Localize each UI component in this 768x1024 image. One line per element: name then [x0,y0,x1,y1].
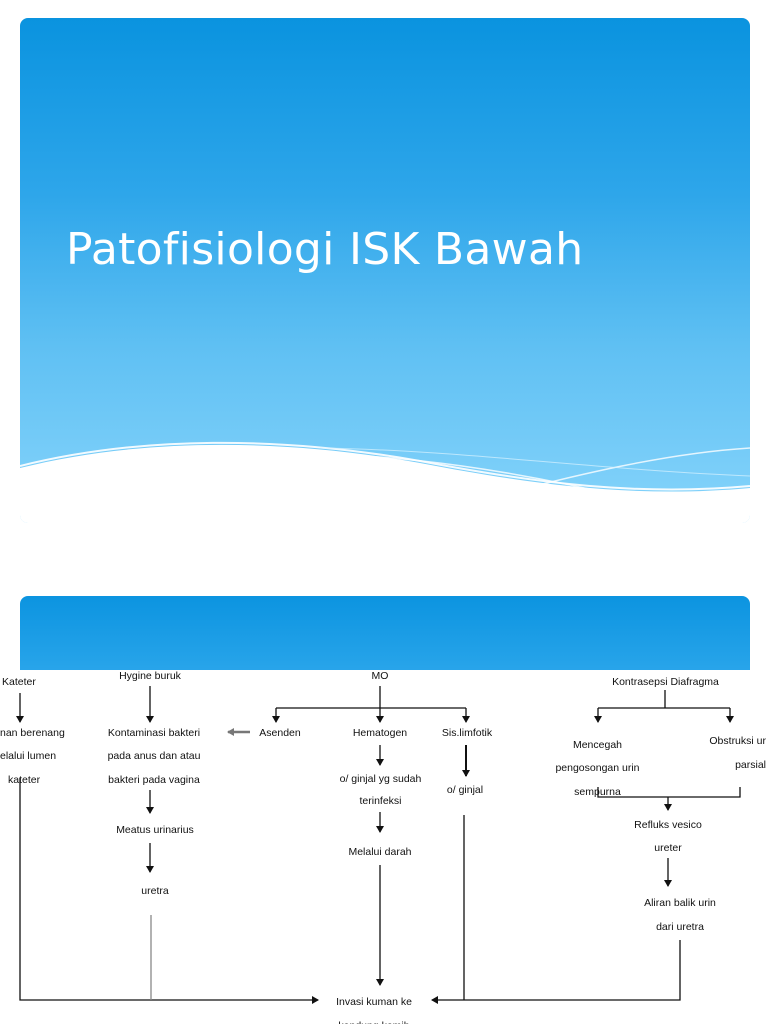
node-asenden: Asenden [259,727,301,739]
node-obstruksi-1: Obstruksi ur [709,735,766,747]
node-aliran-balik-1: Aliran balik urin [644,897,716,909]
node-obstruksi-2: parsial [735,759,766,771]
node-mencegah-1: Mencegah [572,739,623,751]
slide-title: Patofisiologi ISK Bawah [66,224,584,275]
node-mencegah-2: pengosongan urin [555,762,640,774]
pathophysiology-diagram: Hygine buruk MO Kontrasepsi Diafragma Ka… [0,670,768,1024]
node-berenang-3: kateter [8,774,41,786]
node-berenang-2: elalui lumen [0,750,57,762]
node-sis-limfotik: Sis.limfotik [441,727,493,739]
node-refluks-1: Refluks vesico [634,819,702,831]
node-kontaminasi-1: Kontaminasi bakteri [107,727,201,739]
node-hematogen: Hematogen [352,727,408,739]
wave-decoration [20,441,750,523]
node-kontaminasi-2: pada anus dan atau [107,750,201,762]
node-refluks-2: ureter [654,842,682,854]
node-uretra: uretra [141,885,169,897]
diagram-arrows [16,686,741,1004]
node-hygine-buruk: Hygine buruk [119,670,181,682]
node-berenang-1: nan berenang [0,727,65,739]
node-kateter-label: Kateter [2,676,36,688]
node-ginjal-terinfeksi-1: o/ ginjal yg sudah [339,773,422,785]
node-kontaminasi-3: bakteri pada vagina [108,774,200,786]
node-invasi-1: Invasi kuman ke [336,996,412,1008]
node-ginjal-terinfeksi-2: terinfeksi [359,795,402,807]
node-meatus-urinarius: Meatus urinarius [116,824,194,836]
node-mencegah-3: sempurna [574,786,621,798]
node-aliran-balik-2: dari uretra [656,921,704,933]
node-ginjal: o/ ginjal [446,784,484,796]
node-melalui-darah: Melalui darah [348,846,412,858]
title-slide: Patofisiologi ISK Bawah [20,18,750,523]
node-kontrasepsi-diafragma: Kontrasepsi Diafragma [612,676,719,688]
node-invasi-2: kandung kemih [318,1014,430,1024]
node-mo: MO [371,670,389,682]
